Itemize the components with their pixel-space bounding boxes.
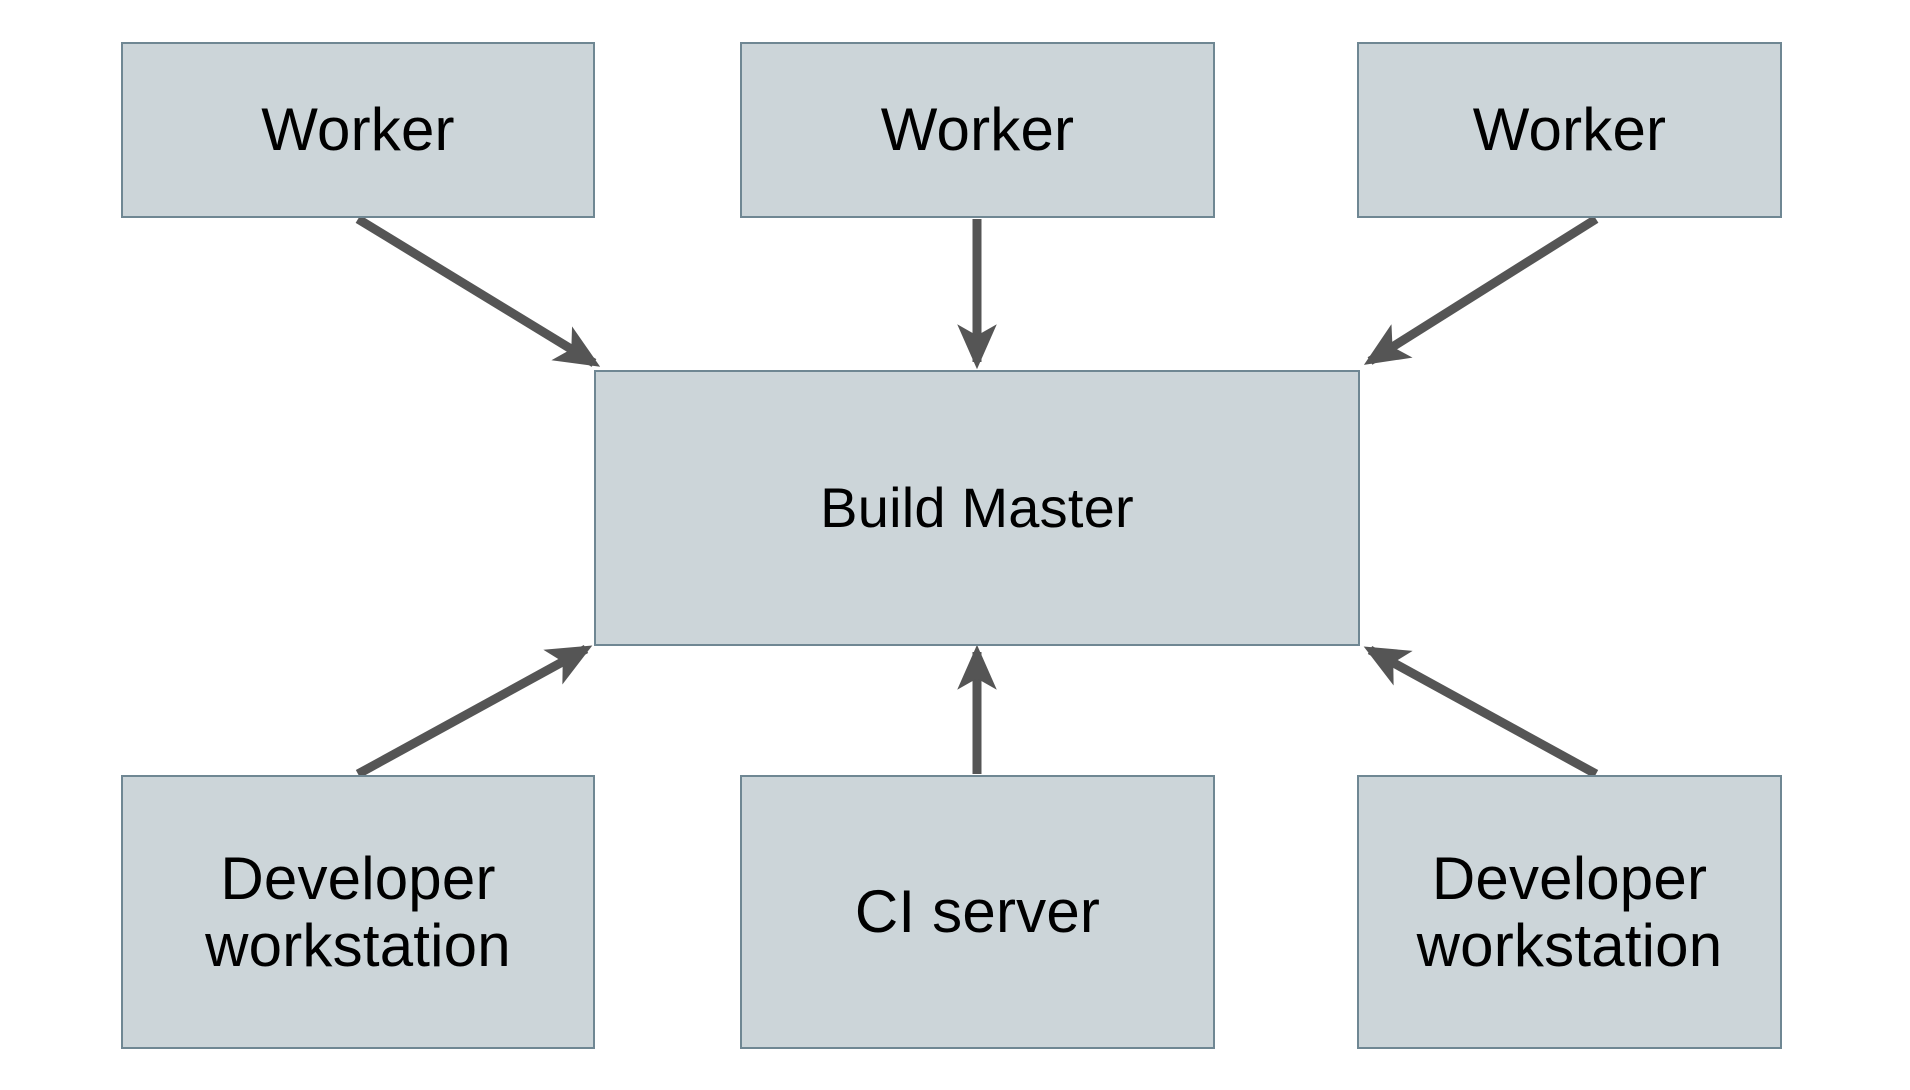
node-worker-center-label: Worker [880,96,1075,164]
node-ci-server-label: CI server [854,878,1101,946]
node-developer-workstation-right[interactable]: Developer workstation [1357,775,1782,1049]
edge-dev-left-to-master [355,645,593,778]
node-developer-workstation-right-label: Developer workstation [1416,844,1723,979]
node-developer-workstation-left-label: Developer workstation [205,844,511,979]
node-worker-center[interactable]: Worker [740,42,1215,218]
node-build-master[interactable]: Build Master [594,370,1360,646]
edge-dev-right-to-master [1363,646,1599,778]
node-worker-right-label: Worker [1472,96,1667,164]
node-ci-server[interactable]: CI server [740,775,1215,1049]
node-build-master-label: Build Master [820,475,1134,539]
node-worker-left[interactable]: Worker [121,42,595,218]
node-worker-right[interactable]: Worker [1357,42,1782,218]
node-worker-left-label: Worker [261,96,455,164]
edge-worker-left-to-master [355,215,601,367]
node-developer-workstation-left[interactable]: Developer workstation [121,775,595,1049]
edge-worker-right-to-master [1363,215,1599,365]
